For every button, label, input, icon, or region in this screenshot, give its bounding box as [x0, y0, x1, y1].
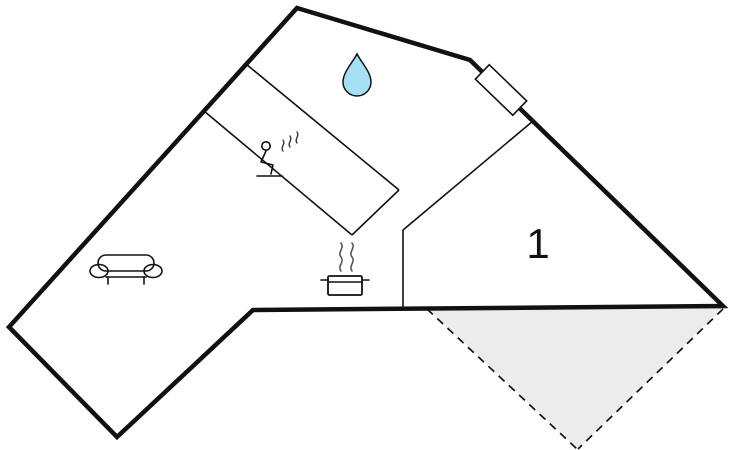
- sofa-icon: [89, 254, 163, 285]
- interior-wall-hall: [402, 120, 534, 231]
- sauna-person-body: [260, 150, 274, 175]
- sauna-steam-2: [288, 135, 292, 148]
- terrace-dashed-edge-right: [577, 308, 724, 450]
- sofa-back: [97, 254, 155, 272]
- water-drop-icon: [342, 52, 372, 97]
- stove-pot-icon: [320, 242, 370, 296]
- interior-walls: [203, 63, 534, 308]
- pot-body: [327, 275, 363, 296]
- sauna-person-icon: [256, 131, 299, 177]
- sauna-steam-3: [295, 131, 299, 144]
- interior-wall-sauna-end: [351, 189, 400, 236]
- room-1-label: 1: [526, 220, 549, 267]
- sofa-arm-right: [143, 263, 163, 279]
- terrace-dashed-edge-left: [426, 308, 578, 450]
- door-marker: [474, 63, 528, 117]
- terrace-area: [426, 308, 724, 450]
- stove-steam-2: [350, 242, 354, 272]
- interior-wall-sauna: [203, 110, 353, 236]
- interior-wall-bathroom: [245, 63, 400, 191]
- terrace-fill: [427, 308, 723, 449]
- sauna-steam-1: [281, 139, 285, 152]
- stove-steam-1: [339, 242, 343, 272]
- water-drop-shape: [342, 52, 372, 97]
- sofa-arm-left: [89, 263, 109, 279]
